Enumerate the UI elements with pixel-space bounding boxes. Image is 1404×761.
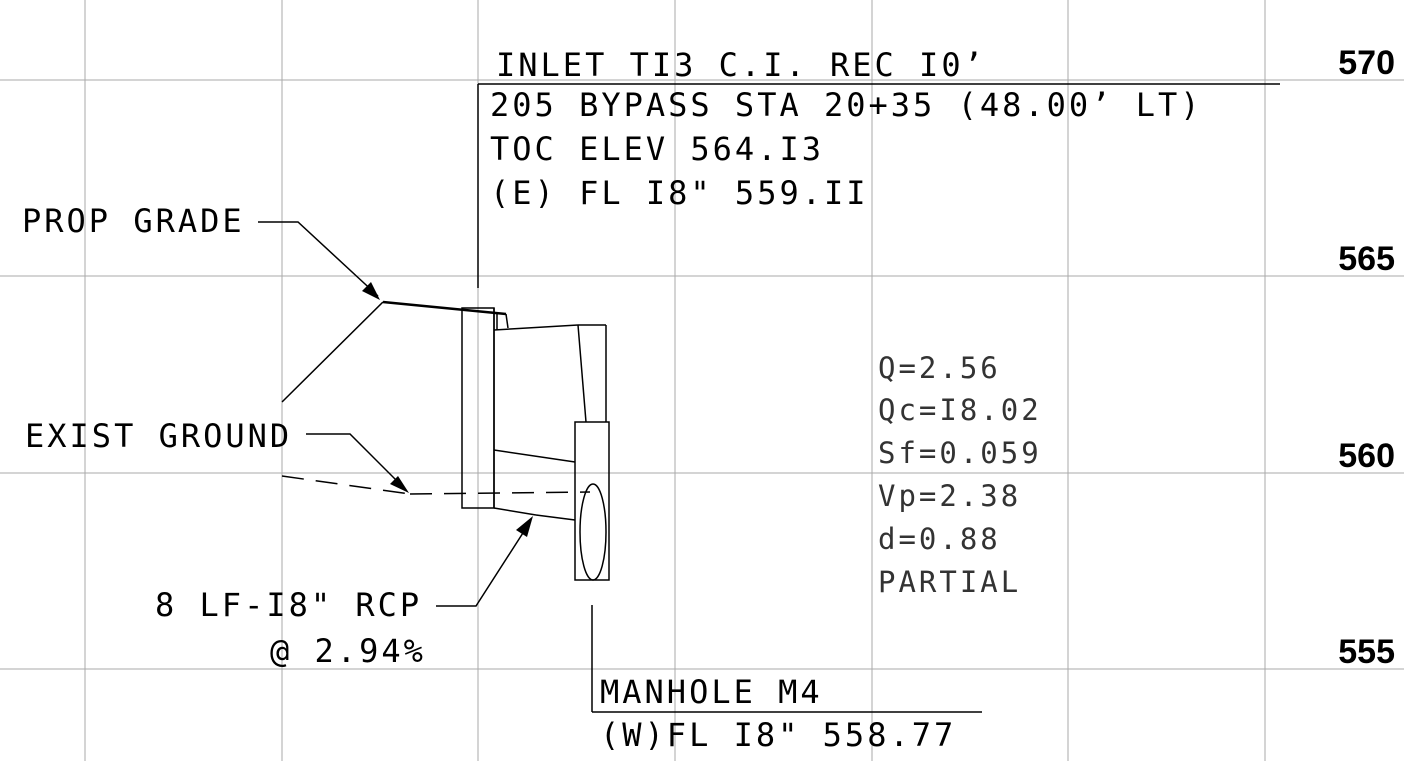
hydraulic-qc: Qc=I8.02 [878, 393, 1042, 427]
elevation-label-555: 555 [1338, 633, 1395, 671]
pipe-slope-label: @ 2.94% [270, 632, 426, 670]
hydraulic-d: d=0.88 [878, 522, 1001, 556]
inlet-toc-elevation: TOC ELEV 564.I3 [490, 130, 824, 168]
manhole-flowline: (W)FL I8" 558.77 [600, 716, 956, 754]
prop-grade-leader [258, 221, 379, 297]
hydraulic-vp: Vp=2.38 [878, 479, 1021, 513]
inlet-title: INLET TI3 C.I. REC I0’ [496, 46, 986, 84]
pipe-length-label: 8 LF-I8" RCP [155, 586, 422, 624]
hydraulic-q: Q=2.56 [878, 351, 1001, 385]
inlet-callout: INLET TI3 C.I. REC I0’ 205 BYPASS STA 20… [477, 46, 1280, 288]
manhole-title: MANHOLE M4 [600, 673, 823, 711]
structure-profile [281, 300, 610, 581]
elevation-label-570: 570 [1338, 44, 1395, 82]
pipe-arrowhead [516, 516, 533, 537]
inlet-flowline: (E) FL I8" 559.II [490, 174, 869, 212]
inlet-station: 205 BYPASS STA 20+35 (48.00’ LT) [490, 86, 1203, 124]
exist-ground-label: EXIST GROUND [25, 417, 292, 455]
elevation-label-560: 560 [1338, 437, 1395, 475]
prop-grade-arrowhead [362, 282, 380, 300]
hydraulic-sf: Sf=0.059 [878, 436, 1042, 470]
hydraulic-flow-type: PARTIAL [878, 565, 1021, 599]
exist-ground-arrowhead [390, 476, 409, 493]
pipe-leader [436, 521, 531, 607]
prop-grade-label: PROP GRADE [22, 202, 245, 240]
manhole-callout: MANHOLE M4 (W)FL I8" 558.77 [591, 605, 982, 754]
hydraulic-data: Q=2.56 Qc=I8.02 Sf=0.059 Vp=2.38 d=0.88 … [878, 351, 1042, 599]
elevation-label-565: 565 [1338, 240, 1395, 278]
exist-ground-leader [306, 433, 407, 491]
